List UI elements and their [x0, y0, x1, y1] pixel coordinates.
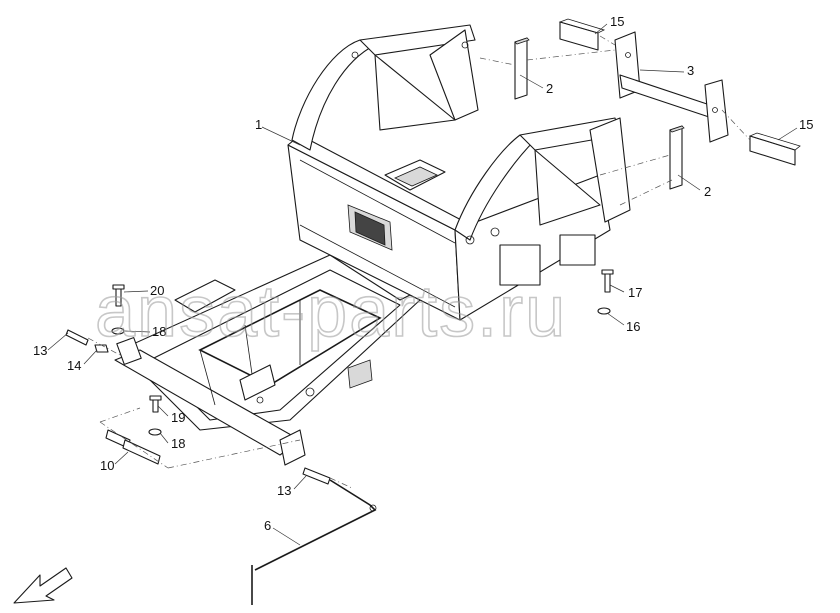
rod-6 [251, 479, 377, 605]
cross-beam [614, 31, 729, 143]
callout-3: 3 [687, 63, 694, 78]
sleeve-10 [105, 429, 161, 465]
washer-18a [111, 327, 125, 335]
callout-1: 1 [255, 117, 262, 132]
callout-15-upper: 15 [610, 14, 624, 29]
bracket-lower [748, 132, 801, 166]
lower-frame [114, 244, 421, 466]
pin-13-lower [302, 467, 331, 485]
callout-16: 16 [626, 319, 640, 334]
callout-labels: 1 2 2 3 6 10 13 13 14 15 15 16 17 18 18 … [33, 14, 813, 533]
bracket-upper [558, 18, 606, 51]
bolt-19 [149, 395, 162, 413]
callout-6: 6 [264, 518, 271, 533]
side-plate-lower [669, 125, 685, 190]
callout-13-upper: 13 [33, 343, 47, 358]
callout-10: 10 [100, 458, 114, 473]
callout-13-lower: 13 [277, 483, 291, 498]
front-arrow-icon [13, 567, 73, 604]
bolt-17 [601, 269, 614, 293]
callout-15-lower: 15 [799, 117, 813, 132]
main-frame [287, 24, 631, 321]
callout-18-lower: 18 [171, 436, 185, 451]
side-plate-upper [514, 37, 530, 100]
leader-lines [47, 23, 798, 546]
callout-2-lower: 2 [704, 184, 711, 199]
alignment-lines [87, 35, 751, 489]
callout-2-upper: 2 [546, 81, 553, 96]
pin-13-upper [65, 329, 89, 346]
bolt-20 [112, 284, 125, 307]
watermark: ansat-parts.ru [95, 272, 567, 352]
callout-14: 14 [67, 358, 81, 373]
callout-17: 17 [628, 285, 642, 300]
callout-20: 20 [150, 283, 164, 298]
washer-18b [148, 428, 162, 436]
callout-19: 19 [171, 410, 185, 425]
washer-16 [597, 307, 611, 315]
callout-18-upper: 18 [152, 324, 166, 339]
